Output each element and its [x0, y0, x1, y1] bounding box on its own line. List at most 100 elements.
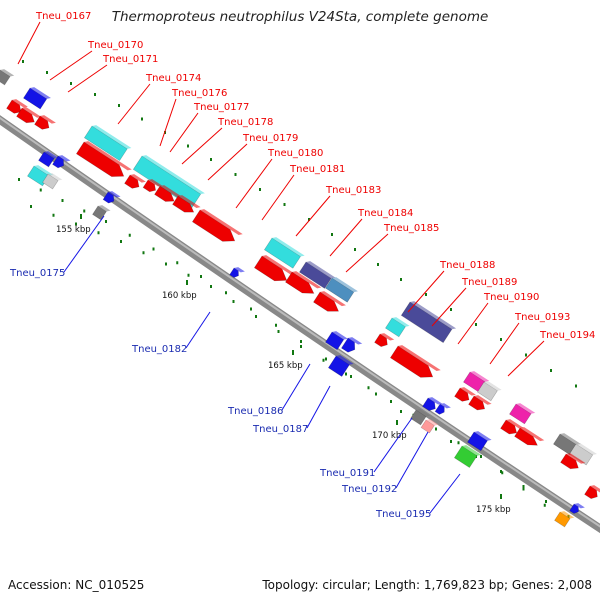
- feature-blue-body: [325, 331, 345, 351]
- scale-tick-mark: [292, 350, 294, 355]
- leader-line: [457, 302, 489, 345]
- feature-red: [142, 179, 163, 193]
- feature-red: [514, 427, 545, 446]
- track-dot: [457, 441, 460, 445]
- feature-lightgray-top: [576, 443, 597, 455]
- track-dot: [501, 471, 504, 475]
- track-dot: [142, 251, 145, 255]
- leader-line: [295, 195, 331, 237]
- gene-label-tneu_0192: Tneu_0192: [341, 484, 397, 495]
- track-dot: [322, 358, 325, 362]
- track-dot: [522, 487, 525, 491]
- gene-label-tneu_0175: Tneu_0175: [9, 268, 65, 279]
- gene-label-tneu_0179: Tneu_0179: [242, 133, 298, 144]
- feature-red-body: [142, 179, 156, 193]
- feature-cyan-top: [392, 317, 410, 327]
- gene-label-tneu_0180: Tneu_0180: [267, 148, 323, 159]
- feature-blue: [327, 355, 354, 377]
- leader-line: [159, 98, 177, 147]
- leader-line: [169, 112, 199, 153]
- track-dot: [128, 233, 131, 237]
- gene-label-tneu_0178: Tneu_0178: [217, 117, 273, 128]
- feature-blue-body: [52, 155, 64, 169]
- feature-blue: [467, 431, 492, 452]
- track-dot: [345, 372, 347, 376]
- feature-blue-top: [428, 397, 443, 405]
- track-dot: [152, 247, 155, 251]
- feature-blue-top: [108, 191, 121, 198]
- feature-gray-top: [0, 69, 15, 77]
- track-dot: [165, 262, 167, 266]
- leader-line: [431, 287, 467, 327]
- gene-label-tneu_0185: Tneu_0185: [383, 223, 439, 234]
- feature-red: [191, 209, 243, 242]
- leader-line: [17, 21, 41, 65]
- scale-tick-mark: [80, 214, 82, 219]
- feature-gray-body: [410, 409, 427, 426]
- leader-line: [181, 127, 223, 165]
- gene-label-tneu_0167: Tneu_0167: [35, 11, 91, 22]
- track-dot: [367, 386, 370, 390]
- feature-red-body: [285, 271, 315, 294]
- track-dot: [283, 203, 286, 206]
- feature-red-body: [253, 255, 288, 282]
- track-dot: [210, 158, 212, 161]
- track-dot: [176, 261, 179, 265]
- track-dot: [52, 213, 55, 217]
- feature-red: [34, 115, 56, 130]
- feature-cyan: [132, 155, 205, 208]
- leader-line: [329, 218, 363, 257]
- feature-lightgray-body: [569, 443, 594, 466]
- track-dot: [435, 427, 437, 431]
- feature-cyan: [263, 237, 305, 269]
- gene-label-tneu_0181: Tneu_0181: [289, 164, 345, 175]
- feature-red-body: [75, 141, 125, 177]
- track-dot: [259, 188, 261, 191]
- feature-red: [253, 255, 295, 282]
- feature-blue: [434, 403, 451, 415]
- leader-line: [345, 233, 389, 273]
- scale-tick-label: 170 kbp: [372, 431, 407, 441]
- feature-red-body: [191, 209, 236, 242]
- track-dot: [75, 222, 77, 226]
- feature-red-body: [172, 195, 195, 213]
- track-dot: [500, 470, 502, 473]
- track-dot: [118, 104, 120, 107]
- feature-gray: [0, 69, 15, 86]
- feature-blue: [341, 337, 363, 353]
- track-dot: [210, 285, 212, 288]
- feature-blue: [23, 87, 51, 110]
- gene-label-tneu_0194: Tneu_0194: [539, 330, 595, 341]
- feature-red: [468, 395, 492, 411]
- feature-slate: [400, 301, 457, 344]
- feature-blue-body: [38, 151, 55, 168]
- track-dot: [525, 353, 527, 357]
- track-dot: [200, 275, 202, 278]
- feature-green-top: [462, 445, 482, 456]
- track-dot: [425, 293, 427, 296]
- leader-line: [185, 311, 211, 349]
- feature-magenta: [509, 403, 536, 425]
- feature-cyan: [385, 317, 410, 338]
- leader-line: [429, 473, 461, 514]
- track-dot: [300, 345, 302, 348]
- feature-steel-top: [332, 277, 358, 293]
- feature-green-body: [453, 445, 478, 468]
- gene-label-tneu_0193: Tneu_0193: [514, 312, 570, 323]
- feature-blue-top: [336, 355, 354, 365]
- genome-summary-text: Topology: circular; Length: 1,769,823 bp…: [262, 578, 592, 592]
- track-dot: [232, 300, 235, 303]
- feature-blue: [38, 151, 59, 168]
- track-dot: [83, 209, 86, 213]
- feature-red: [16, 107, 42, 124]
- feature-orange-body: [554, 511, 571, 528]
- backbone-track: [0, 115, 600, 534]
- feature-red-body: [454, 387, 470, 402]
- scale-tick-label: 165 kbp: [268, 361, 303, 371]
- feature-red-body: [374, 333, 388, 347]
- feature-red-top: [200, 209, 243, 236]
- leader-line: [63, 215, 105, 273]
- feature-cyan-body: [385, 317, 406, 338]
- feature-cyan-top: [142, 155, 205, 195]
- feature-red-body: [584, 485, 598, 499]
